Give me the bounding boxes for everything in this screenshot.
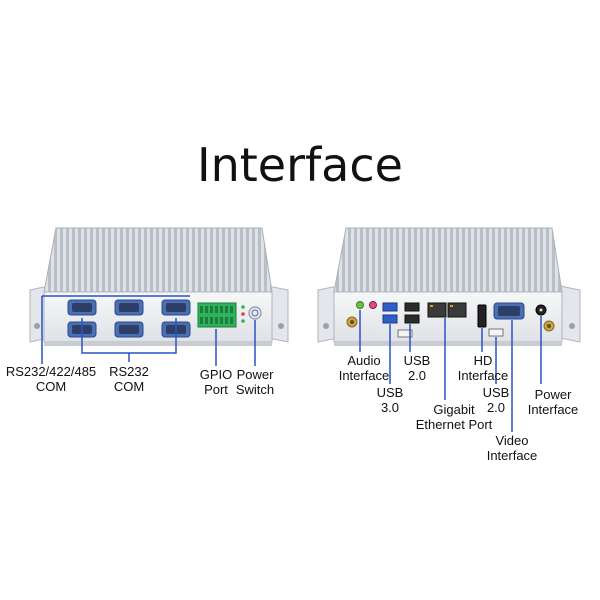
label-video-interface: Video Interface (486, 433, 538, 463)
front-led-1 (241, 305, 245, 309)
gpio-terminal-block (197, 302, 237, 328)
label-gigabit-ethernet-port: Gigabit Ethernet Port (415, 402, 493, 432)
db9-port-com2 (114, 321, 144, 338)
front-led-3 (241, 319, 245, 323)
power-button-ring (251, 309, 259, 317)
rear-base (334, 342, 562, 346)
usb3-port-bottom (382, 314, 398, 324)
usb2-port-left-top (404, 302, 420, 312)
front-led-2 (241, 312, 245, 316)
dc-power-jack-pin (539, 308, 543, 312)
front-callout-lines (41, 295, 256, 366)
rear-device (317, 227, 581, 346)
rear-right-bracket (559, 285, 581, 343)
front-heatsink-fins (43, 227, 273, 293)
label-gpio-port: GPIO Port (199, 367, 233, 397)
front-right-bracket-hole (278, 323, 284, 329)
audio-jack-line-out (356, 301, 364, 309)
front-base (44, 342, 272, 346)
usb2-port-left-bottom (404, 314, 420, 324)
front-left-bracket-hole (34, 323, 40, 329)
label-audio-interface: Audio Interface (338, 353, 390, 383)
label-rs232-422-485-com: RS232/422/485 COM (5, 364, 97, 394)
label-usb-2-0-right: USB 2.0 (482, 385, 510, 415)
rear-left-bracket-hole (323, 323, 329, 329)
vga-port (493, 302, 525, 320)
hdmi-port (477, 304, 487, 328)
ethernet-led-2 (450, 305, 453, 307)
label-rs232-com: RS232 COM (109, 364, 149, 394)
callout-rs485 (41, 295, 190, 364)
db9-port-com3 (67, 299, 97, 316)
wifi-antenna-left (346, 316, 358, 328)
callout-rs232 (81, 318, 177, 362)
audio-jack-mic (369, 301, 377, 309)
label-power-switch: Power Switch (235, 367, 275, 397)
usb3-port-top (382, 302, 398, 312)
label-usb-3-0: USB 3.0 (376, 385, 404, 415)
label-usb-2-0-left: USB 2.0 (403, 353, 431, 383)
power-button (248, 306, 262, 320)
label-hd-interface: HD Interface (457, 353, 509, 383)
rear-heatsink-fins (333, 227, 563, 293)
db9-port-com5 (114, 299, 144, 316)
usb2-port-left-3 (397, 329, 413, 338)
ethernet-led-1 (430, 305, 433, 307)
page-title: Interface (197, 138, 403, 192)
rear-right-bracket-hole (569, 323, 575, 329)
label-power-interface: Power Interface (527, 387, 579, 417)
usb2-port-right (488, 328, 504, 337)
wifi-antenna-right (543, 320, 555, 332)
rear-callout-lines (359, 310, 542, 432)
front-device (29, 227, 289, 346)
db9-port-com6 (161, 299, 191, 316)
